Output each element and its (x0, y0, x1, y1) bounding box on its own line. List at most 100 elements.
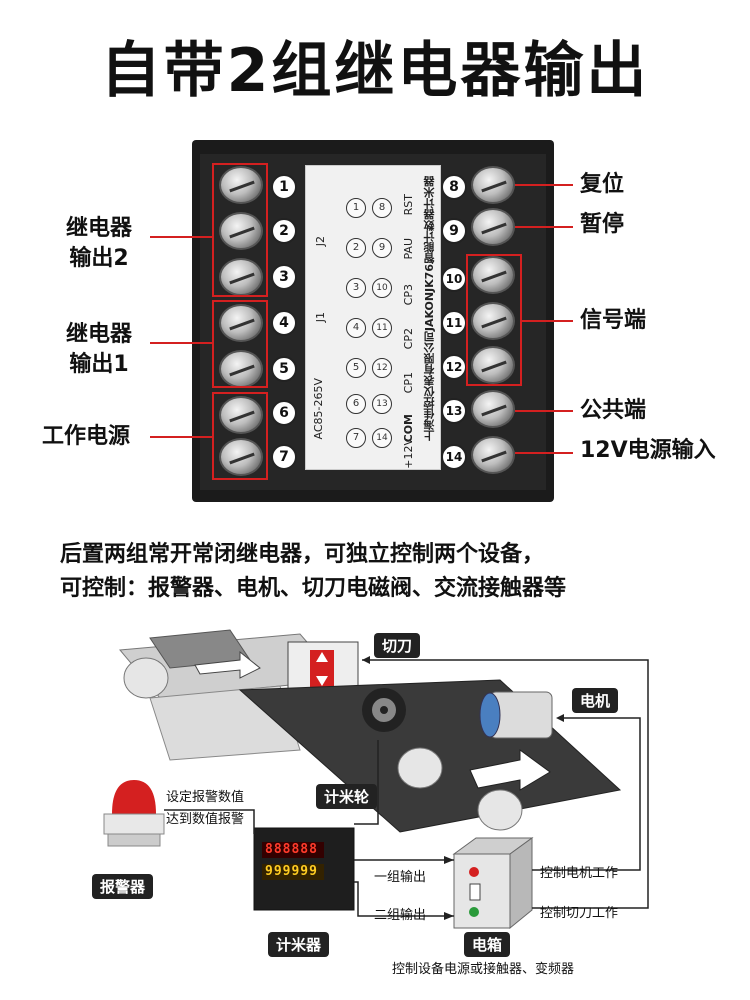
description-line2: 可控制：报警器、电机、切刀电磁阀、交流接触器等 (60, 576, 567, 601)
counter-tag: 计米器 (268, 932, 330, 957)
pause-leader (515, 226, 573, 228)
plate-pin: 8 (372, 198, 392, 218)
terminal-screw-6 (219, 396, 263, 434)
terminal-number: 12 (441, 354, 467, 380)
terminal-number: 10 (441, 266, 467, 292)
page-title: 自带2组继电器输出 (100, 36, 650, 106)
ctrl-cutter-text: 控制切刀工作 (540, 906, 619, 921)
cutter-tag: 切刀 (374, 633, 421, 658)
output1-text: 一组输出 (374, 870, 427, 885)
box-description: 控制设备电源或接触器、变频器 (392, 962, 575, 977)
plate-j1-label: J1 (314, 312, 327, 323)
description-line1: 后置两组常开常闭继电器，可独立控制两个设备， (60, 542, 545, 567)
relay1-highlight (212, 300, 268, 388)
cutter (287, 641, 359, 695)
power-highlight (212, 392, 268, 480)
plate-label: RST (402, 194, 415, 216)
terminal-number: 7 (271, 444, 297, 470)
counter-display-top: 888888 (265, 842, 318, 857)
relay2-leader (150, 236, 212, 238)
terminal-screw-14 (471, 436, 515, 474)
relay1-label: 继电器 输出1 (66, 320, 132, 380)
terminal-number: 11 (441, 310, 467, 336)
plate-label: CP3 (402, 284, 415, 306)
relay1-label-line1: 继电器 (66, 322, 133, 347)
reset-leader (515, 184, 573, 186)
meter-wheel (362, 688, 406, 732)
plate-pin: 9 (372, 238, 392, 258)
plate-pin: 3 (346, 278, 366, 298)
alarm-reach-text: 达到数值报警 (166, 812, 245, 827)
label-plate: 上海佳控仪表有限公司JAKONJK76智能计数器计米器 RST PAU CP3 … (305, 165, 441, 470)
plate-label: PAU (402, 238, 415, 260)
plate-j2-label: J2 (314, 236, 327, 247)
reset-label: 复位 (580, 172, 625, 197)
terminal-screw-12 (471, 346, 515, 384)
terminal-number: 4 (271, 310, 297, 336)
terminal-screw-3 (219, 258, 263, 296)
terminal-screw-1 (219, 166, 263, 204)
terminal-number: 14 (441, 444, 467, 470)
plate-pin: 14 (372, 428, 392, 448)
terminal-number: 1 (271, 174, 297, 200)
terminal-screw-2 (219, 212, 263, 250)
common-label: 公共端 (580, 398, 647, 423)
plate-pin: 12 (372, 358, 392, 378)
meter-wheel-tag: 计米轮 (316, 784, 378, 809)
terminal-screw-7 (219, 438, 263, 476)
terminal-number: 6 (271, 400, 297, 426)
plate-label: CP1 (402, 372, 415, 394)
output2-text: 二组输出 (374, 908, 427, 923)
terminal-number: 3 (271, 264, 297, 290)
plate-pin: 11 (372, 318, 392, 338)
relay1-label-line2: 输出1 (69, 352, 129, 377)
power-label: 工作电源 (42, 424, 131, 449)
terminal-screw-8 (471, 166, 515, 204)
plate-pin: 5 (346, 358, 366, 378)
plate-pin: 2 (346, 238, 366, 258)
motor-tag: 电机 (572, 688, 619, 713)
counter-display-bottom: 999999 (265, 864, 318, 879)
motor (479, 691, 553, 739)
terminal-number: 8 (441, 174, 467, 200)
relay1-leader (150, 342, 212, 344)
terminal-number: 13 (441, 398, 467, 424)
signal-leader (522, 320, 573, 322)
conveyor-left (119, 629, 342, 761)
terminal-screw-5 (219, 350, 263, 388)
terminal-screw-10 (471, 256, 515, 294)
plate-ac-label: AC85-265V (312, 378, 325, 440)
plate-pin: 4 (346, 318, 366, 338)
terminal-screw-13 (471, 390, 515, 428)
terminal-screw-4 (219, 304, 263, 342)
signal-label: 信号端 (580, 308, 647, 333)
pause-label: 暂停 (580, 212, 625, 237)
relay2-label-line1: 继电器 (66, 216, 133, 241)
wiring (164, 659, 649, 917)
terminal-screw-11 (471, 302, 515, 340)
plate-label: +12V (402, 438, 415, 469)
plate-pin: 6 (346, 394, 366, 414)
box-tag: 电箱 (464, 932, 511, 957)
power12-leader (515, 452, 573, 454)
electrical-box (452, 837, 534, 930)
alarm-set-text: 设定报警数值 (166, 790, 245, 805)
plate-label: CP2 (402, 328, 415, 350)
main-belt (238, 679, 622, 833)
alarm-light (103, 780, 165, 847)
signal-highlight (466, 254, 522, 386)
plate-pin: 10 (372, 278, 392, 298)
terminal-screw-9 (471, 208, 515, 246)
wire-arrows (362, 656, 564, 920)
terminal-number: 5 (271, 356, 297, 382)
common-leader (515, 410, 573, 412)
relay2-label-line2: 输出2 (69, 246, 129, 271)
plate-pin: 1 (346, 198, 366, 218)
counter-device (253, 827, 355, 911)
ctrl-motor-text: 控制电机工作 (540, 866, 619, 881)
terminal-number: 9 (441, 218, 467, 244)
plate-pin: 13 (372, 394, 392, 414)
alarm-tag: 报警器 (92, 874, 154, 899)
power12-label: 12V电源输入 (580, 438, 716, 463)
terminal-number: 2 (271, 218, 297, 244)
